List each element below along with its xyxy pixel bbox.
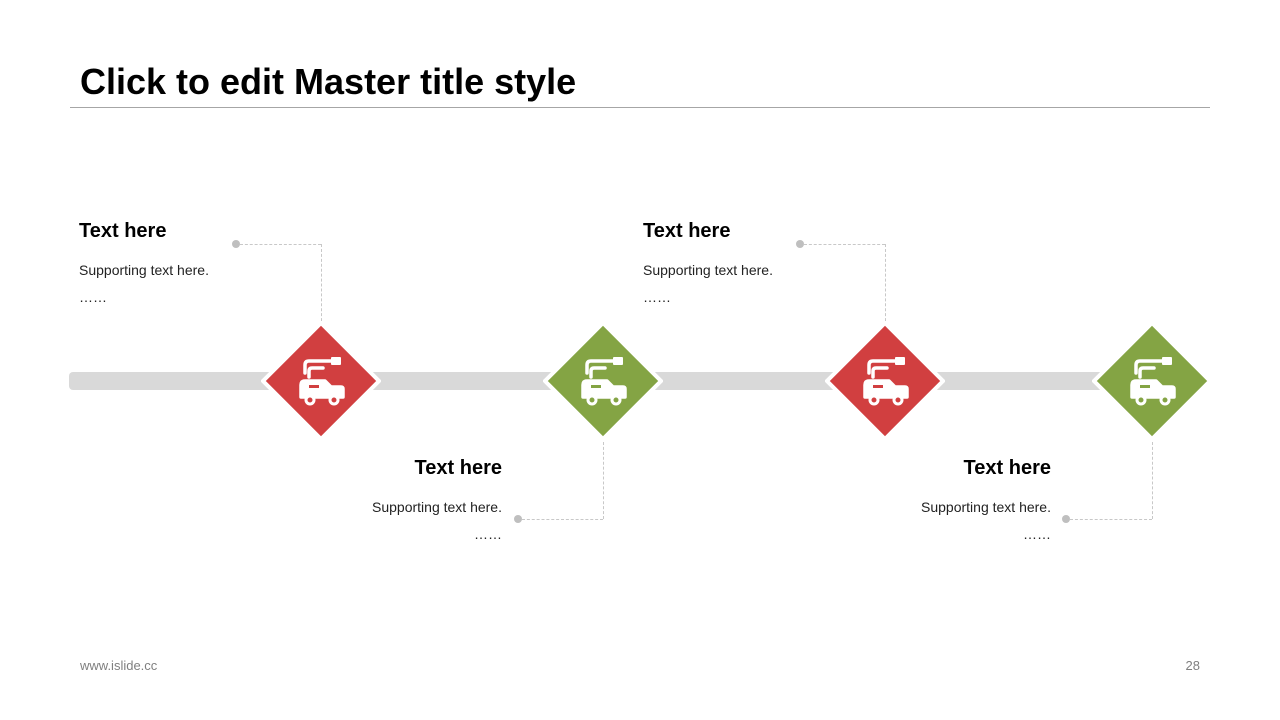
truck-crane-icon — [1130, 357, 1176, 406]
diamond-shape — [261, 321, 381, 441]
footer-website: www.islide.cc — [80, 658, 158, 673]
milestone-1-connector-horizontal — [240, 244, 321, 245]
milestone-3-more-text[interactable]: …… — [643, 289, 671, 305]
milestone-3-connector-vertical — [885, 244, 886, 326]
milestone-1-support-text[interactable]: Supporting text here. — [79, 262, 209, 278]
milestone-2-more-text[interactable]: …… — [474, 526, 502, 542]
milestone-1-more-text[interactable]: …… — [79, 289, 107, 305]
milestone-3-connector-dot — [796, 240, 804, 248]
diamond-shape — [543, 321, 663, 441]
milestone-4-more-text[interactable]: …… — [1023, 526, 1051, 542]
page-number: 28 — [1185, 658, 1200, 673]
milestone-2-heading[interactable]: Text here — [414, 457, 502, 479]
truck-crane-icon — [581, 357, 627, 406]
milestone-2-connector-horizontal — [522, 519, 603, 520]
milestone-2-connector-dot — [514, 515, 522, 523]
milestone-1-diamond[interactable] — [261, 321, 381, 441]
milestone-4-diamond[interactable] — [1092, 321, 1212, 441]
milestone-4-connector-horizontal — [1070, 519, 1152, 520]
milestone-3-support-text[interactable]: Supporting text here. — [643, 262, 773, 278]
milestone-1-connector-vertical — [321, 244, 322, 326]
title-divider — [70, 107, 1210, 108]
diamond-shape — [825, 321, 945, 441]
milestone-4-connector-dot — [1062, 515, 1070, 523]
milestone-3-connector-horizontal — [804, 244, 885, 245]
milestone-4-support-text[interactable]: Supporting text here. — [921, 499, 1051, 515]
milestone-3-heading[interactable]: Text here — [643, 220, 731, 242]
truck-crane-icon — [863, 357, 909, 406]
milestone-1-heading[interactable]: Text here — [79, 220, 167, 242]
milestone-2-diamond[interactable] — [543, 321, 663, 441]
slide-title[interactable]: Click to edit Master title style — [80, 61, 577, 102]
milestone-2-connector-vertical — [603, 437, 604, 519]
diamond-shape — [1092, 321, 1212, 441]
truck-crane-icon — [299, 357, 345, 406]
milestone-4-connector-vertical — [1152, 437, 1153, 519]
milestone-1-connector-dot — [232, 240, 240, 248]
milestone-2-support-text[interactable]: Supporting text here. — [372, 499, 502, 515]
milestone-3-diamond[interactable] — [825, 321, 945, 441]
milestone-4-heading[interactable]: Text here — [963, 457, 1051, 479]
